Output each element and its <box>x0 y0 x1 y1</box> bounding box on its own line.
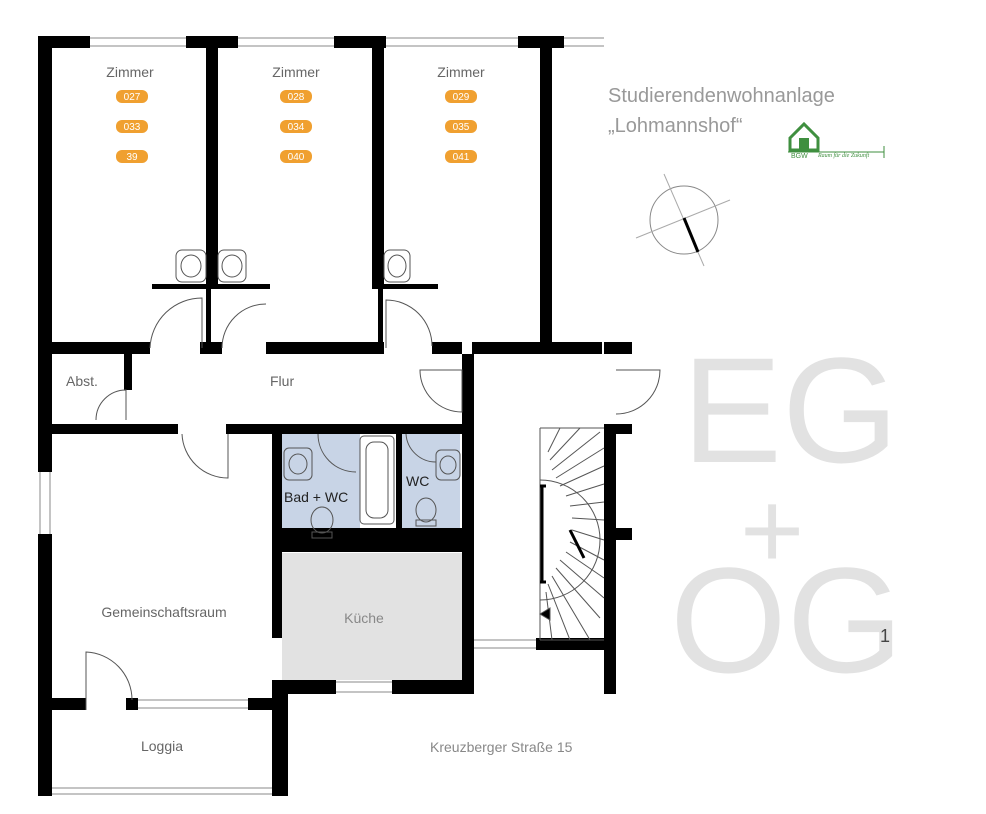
doors <box>85 297 661 710</box>
badge <box>445 90 477 103</box>
address: Kreuzberger Straße 15 <box>430 739 573 755</box>
badge <box>116 150 148 163</box>
badge-text: 040 <box>288 152 305 163</box>
walls <box>38 36 632 796</box>
badge-text: 027 <box>124 92 141 103</box>
badge-text: 034 <box>288 122 305 133</box>
wc-label: WC <box>406 473 429 489</box>
floor-number: 1 <box>880 626 890 646</box>
floor-eg: EG <box>682 326 899 494</box>
floor-indicator: EG + OG 1 <box>670 326 903 704</box>
badge-text: 028 <box>288 92 305 103</box>
badge-text: 035 <box>453 122 470 133</box>
staircase <box>539 427 605 641</box>
fixtures <box>175 249 461 539</box>
bad-fill <box>282 433 360 541</box>
project-subtitle: „Lohmannshof“ <box>608 115 743 137</box>
badge-text: 041 <box>453 152 470 163</box>
kueche-label: Küche <box>344 610 384 626</box>
badge <box>116 90 148 103</box>
compass <box>635 173 731 267</box>
badge <box>116 120 148 133</box>
badge <box>280 90 312 103</box>
flur-label: Flur <box>270 373 294 389</box>
badge <box>445 120 477 133</box>
abst-label: Abst. <box>66 373 98 389</box>
zimmer2-label: Zimmer <box>272 64 320 80</box>
badge <box>445 150 477 163</box>
floor-plus: + <box>740 469 804 592</box>
bad-label: Bad + WC <box>284 489 348 505</box>
badge-text: 029 <box>453 92 470 103</box>
badge <box>280 150 312 163</box>
gemeinschaftsraum-label: Gemeinschaftsraum <box>101 604 226 620</box>
floor-og: OG <box>670 536 903 704</box>
project-title: Studierendenwohnanlage <box>608 85 835 107</box>
loggia-label: Loggia <box>141 738 183 754</box>
logo-slogan: Raum für die Zukunft <box>817 152 869 159</box>
bgw-logo: BGW Raum für die Zukunft <box>788 121 885 160</box>
logo-text: BGW <box>791 153 808 160</box>
house-icon <box>788 121 820 152</box>
zimmer1-label: Zimmer <box>106 64 154 80</box>
badge <box>280 120 312 133</box>
badge-text: 39 <box>126 152 138 163</box>
zimmer3-label: Zimmer <box>437 64 485 80</box>
kitchen-fill <box>282 553 462 680</box>
badge-text: 033 <box>124 122 141 133</box>
